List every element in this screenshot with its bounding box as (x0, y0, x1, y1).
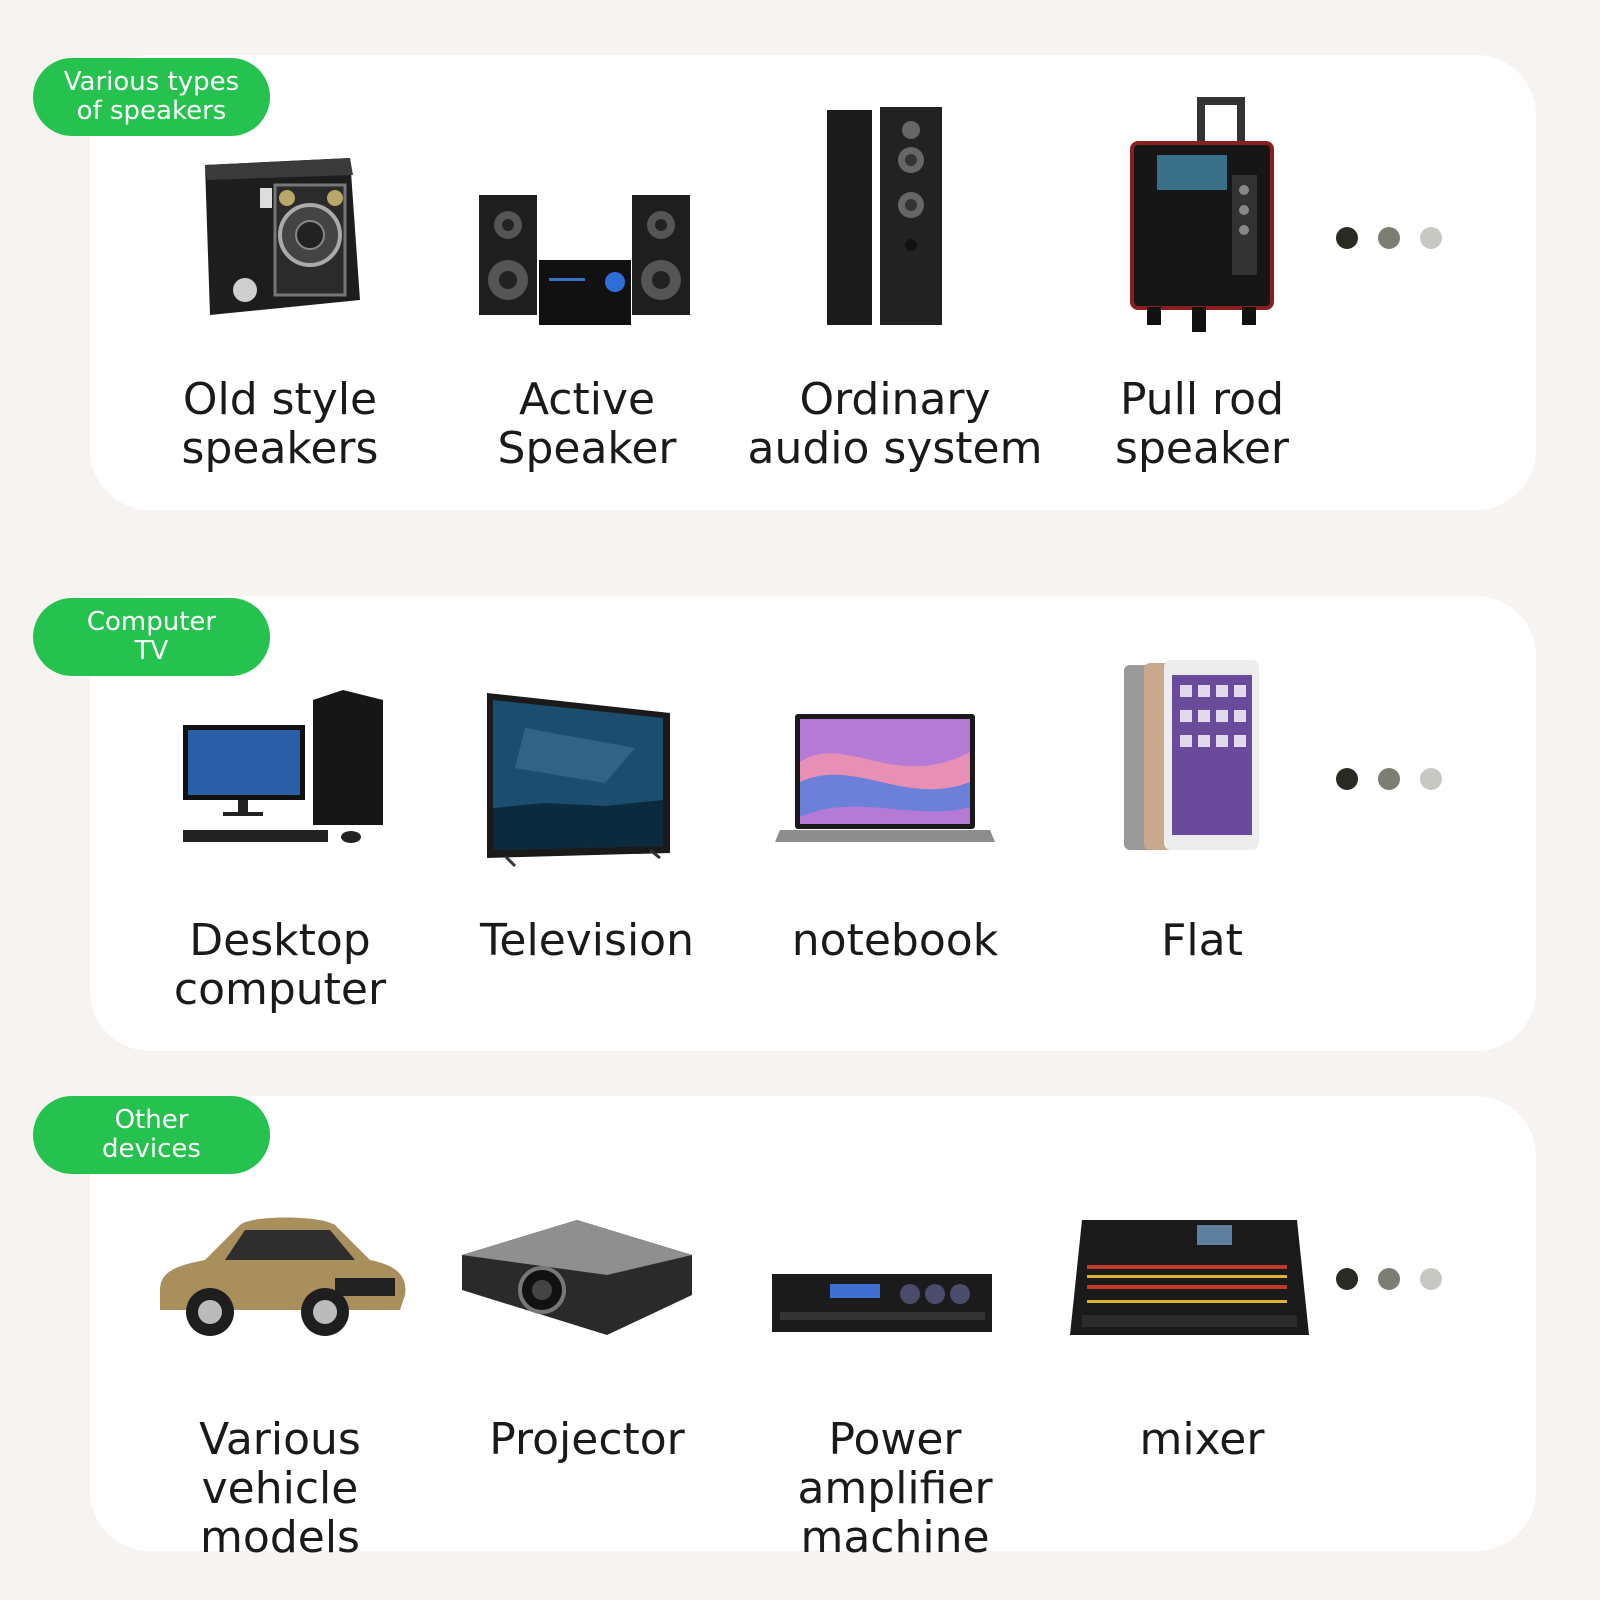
more-indicator (1336, 768, 1456, 792)
device-item: notebook (730, 0, 1060, 1051)
device-item: Television (422, 0, 752, 1051)
device-label: notebook (791, 915, 999, 966)
more-indicator (1336, 1268, 1456, 1292)
more-indicator (1336, 227, 1456, 251)
dot (1336, 1268, 1358, 1290)
laptop-icon (775, 714, 995, 842)
active-speaker-icon (479, 195, 690, 325)
dot (1378, 1268, 1400, 1290)
device-item: Flat (1037, 0, 1367, 1051)
section-badge: Computer TV (33, 598, 270, 676)
device-item: Pull rod speaker (1037, 0, 1367, 510)
device-item: Various vehicle models (115, 0, 445, 1562)
device-label: Various vehicle models (199, 1414, 361, 1563)
device-item: Ordinary audio system (730, 0, 1060, 510)
television-icon (487, 693, 670, 868)
device-label: Flat (1161, 915, 1243, 966)
device-label: Old style speakers (181, 374, 379, 474)
device-item: Power amplifier machine (730, 0, 1060, 1562)
device-item: Projector (422, 0, 752, 1551)
tablet-icon (1124, 660, 1259, 850)
device-label: Projector (489, 1414, 685, 1465)
dot (1420, 768, 1442, 790)
tower-speaker-icon (827, 107, 942, 325)
dot (1420, 227, 1442, 249)
section-badge: Various types of speakers (33, 58, 270, 136)
mixer-icon (1070, 1220, 1309, 1335)
device-label: Ordinary audio system (747, 374, 1043, 474)
device-item: Active Speaker (422, 0, 752, 510)
dot (1336, 227, 1358, 249)
device-label: mixer (1139, 1414, 1265, 1465)
device-item: Desktop computer (115, 0, 445, 1051)
section-badge: Other devices (33, 1096, 270, 1174)
dot (1378, 768, 1400, 790)
car-icon (160, 1217, 406, 1336)
trolley-speaker-icon (1130, 97, 1274, 332)
device-label: Power amplifier machine (797, 1414, 993, 1563)
device-item: Old style speakers (115, 0, 445, 510)
device-label: Active Speaker (497, 374, 677, 474)
vintage-speaker-icon (205, 158, 360, 315)
device-item: mixer (1037, 0, 1367, 1551)
dot (1420, 1268, 1442, 1290)
dot (1378, 227, 1400, 249)
device-label: Television (480, 915, 694, 966)
device-label: Pull rod speaker (1115, 374, 1289, 474)
projector-icon (462, 1220, 692, 1335)
dot (1336, 768, 1358, 790)
amplifier-icon (772, 1274, 992, 1332)
device-label: Desktop computer (173, 915, 387, 1015)
desktop-computer-icon (183, 690, 383, 843)
